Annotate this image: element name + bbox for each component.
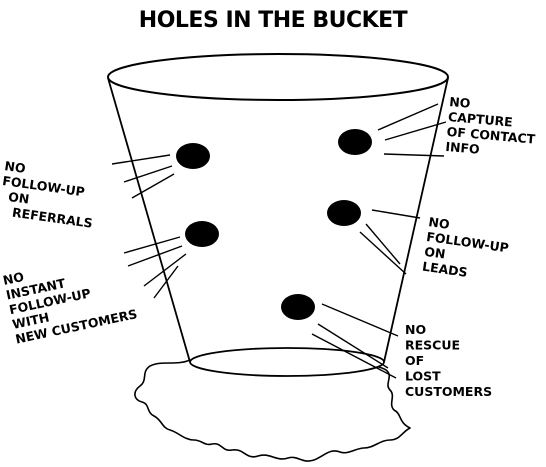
label-line: OF [405, 353, 424, 368]
diagram-title: HOLES IN THE BUCKET [139, 8, 408, 33]
label-line: CAPTURE [447, 109, 513, 130]
label-lost-customers: NO RESCUE OF LOST CUSTOMERS [405, 322, 492, 399]
label-line: LEADS [421, 259, 468, 280]
bucket-bottom-rim [189, 347, 385, 377]
svg-text:NO FOLLOW-UP ON: NO FOLLOW-UP ON LEADS [421, 214, 516, 286]
label-line: ON [7, 189, 30, 207]
label-line: CUSTOMERS [405, 384, 492, 399]
label-contact-info: NO CAPTURE OF CONTACT INFO [445, 94, 543, 162]
svg-text:NO RESCUE OF: NO RESCUE OF LOST CUSTOMERS [405, 322, 492, 399]
label-line: RESCUE [405, 338, 460, 353]
leak-lines-contact-info [377, 103, 447, 157]
leak-lines-leads [359, 209, 421, 275]
svg-text:NO FOLLOW-UP ON: NO FOLLOW-UP ON REFERRALS [0, 158, 100, 231]
label-referrals: NO FOLLOW-UP ON REFERRALS [0, 158, 100, 231]
hole-lost-customers [281, 294, 315, 320]
label-line: NO [4, 158, 27, 176]
label-line: REFERRALS [11, 205, 93, 231]
leak-puddle [134, 359, 411, 462]
label-line: NO [449, 94, 471, 111]
label-line: NO [2, 269, 26, 288]
bucket-right-side [383, 77, 449, 363]
leak-lines-referrals [111, 154, 175, 199]
svg-text:NO CAPTURE OF CONT: NO CAPTURE OF CONTACT INFO [445, 94, 543, 162]
bucket-top-rim [107, 53, 449, 101]
label-leads: NO FOLLOW-UP ON LEADS [421, 214, 516, 286]
label-line: LOST [405, 369, 441, 384]
hole-leads [327, 200, 361, 226]
label-line: NO [405, 322, 426, 337]
hole-contact-info [338, 129, 372, 155]
label-new-customers: NO INSTANT FOLLOW-UP WITH NEW CUSTOMERS [2, 247, 139, 347]
leak-lines-lost-customers [311, 303, 399, 379]
label-line: NO [428, 214, 451, 232]
label-line: ON [423, 244, 446, 262]
label-line: INFO [445, 139, 480, 157]
hole-referrals [176, 143, 210, 169]
leak-lines-new-customers [123, 236, 187, 299]
hole-new-customers [185, 221, 219, 247]
bucket-left-side [107, 77, 191, 363]
svg-text:NO INSTANT FOLLOW-: NO INSTANT FOLLOW-UP WITH NEW CUSTOMERS [2, 247, 139, 346]
